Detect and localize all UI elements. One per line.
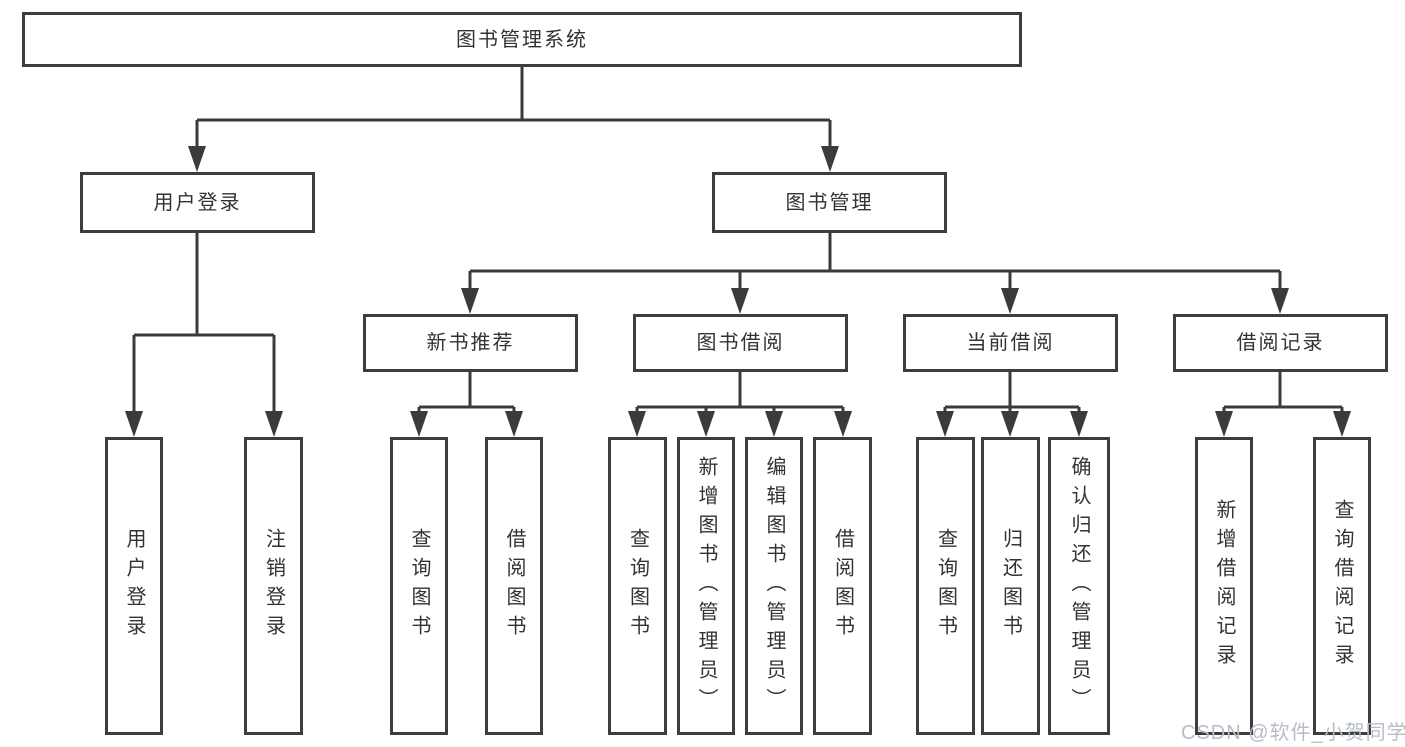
leaf-add-borrow-record-label: 新增借阅记录: [1213, 499, 1235, 673]
node-book-management-label: 图书管理: [785, 191, 874, 214]
leaf-confirm-return-admin-label: 确认归还（管理员）: [1068, 455, 1090, 717]
leaf-edit-book-admin: 编辑图书（管理员）: [745, 437, 803, 735]
leaf-query-books-3-label: 查询图书: [934, 528, 957, 644]
leaf-user-login: 用户登录: [105, 437, 163, 735]
node-book-borrow: 图书借阅: [633, 314, 848, 372]
leaf-borrow-books-2-label: 借阅图书: [831, 528, 854, 644]
node-book-borrow-label: 图书借阅: [696, 332, 785, 354]
leaf-add-borrow-record: 新增借阅记录: [1195, 437, 1253, 735]
node-new-book-recommend-label: 新书推荐: [426, 332, 515, 354]
arrowheads-new-book-branch: [410, 411, 523, 437]
node-current-borrow-label: 当前借阅: [966, 332, 1055, 354]
node-user-login: 用户登录: [80, 172, 315, 233]
connector-borrow-record-branch: [1222, 372, 1344, 415]
leaf-query-books-1-label: 查询图书: [408, 528, 430, 644]
connector-user-login-branch: [132, 233, 276, 415]
leaf-return-book-label: 归还图书: [999, 528, 1022, 644]
leaf-return-book: 归还图书: [981, 437, 1040, 735]
arrowheads-current-borrow-branch: [936, 411, 1088, 437]
arrowheads-book-management-branch: [461, 288, 1289, 314]
connector-current-borrow-branch: [943, 372, 1081, 415]
leaf-logout: 注销登录: [244, 437, 303, 735]
connector-root-branch: [195, 67, 832, 150]
leaf-query-books-3: 查询图书: [916, 437, 975, 735]
leaf-borrow-books-1-label: 借阅图书: [503, 528, 525, 644]
node-book-management: 图书管理: [712, 172, 947, 233]
leaf-query-books-2: 查询图书: [608, 437, 667, 735]
leaf-user-login-label: 用户登录: [123, 528, 145, 644]
leaf-query-borrow-record: 查询借阅记录: [1313, 437, 1371, 735]
leaf-borrow-books-2: 借阅图书: [813, 437, 872, 735]
leaf-add-book-admin: 新增图书（管理员）: [677, 437, 735, 735]
node-root: 图书管理系统: [22, 12, 1022, 67]
connector-book-management-branch: [468, 233, 1282, 292]
csdn-watermark: CSDN @软件_小贺同学: [1181, 722, 1405, 744]
leaf-query-books-2-label: 查询图书: [626, 528, 649, 644]
node-user-login-label: 用户登录: [153, 191, 242, 214]
connector-book-borrow-branch: [635, 372, 845, 415]
arrowheads-book-borrow-branch: [628, 411, 852, 437]
connector-new-book-branch: [417, 372, 516, 415]
leaf-logout-label: 注销登录: [262, 528, 285, 644]
leaf-confirm-return-admin: 确认归还（管理员）: [1048, 437, 1110, 735]
arrowheads-root-branch: [188, 146, 839, 172]
leaf-query-borrow-record-label: 查询借阅记录: [1331, 499, 1353, 673]
leaf-query-books-1: 查询图书: [390, 437, 448, 735]
leaf-borrow-books-1: 借阅图书: [485, 437, 543, 735]
leaf-edit-book-admin-label: 编辑图书（管理员）: [763, 455, 785, 717]
node-new-book-recommend: 新书推荐: [363, 314, 578, 372]
arrowheads-borrow-record-branch: [1215, 411, 1351, 437]
node-root-label: 图书管理系统: [456, 28, 588, 51]
node-current-borrow: 当前借阅: [903, 314, 1118, 372]
leaf-add-book-admin-label: 新增图书（管理员）: [695, 455, 717, 717]
node-borrow-records-label: 借阅记录: [1236, 332, 1325, 354]
node-borrow-records: 借阅记录: [1173, 314, 1388, 372]
arrowheads-user-login-branch: [125, 411, 283, 437]
